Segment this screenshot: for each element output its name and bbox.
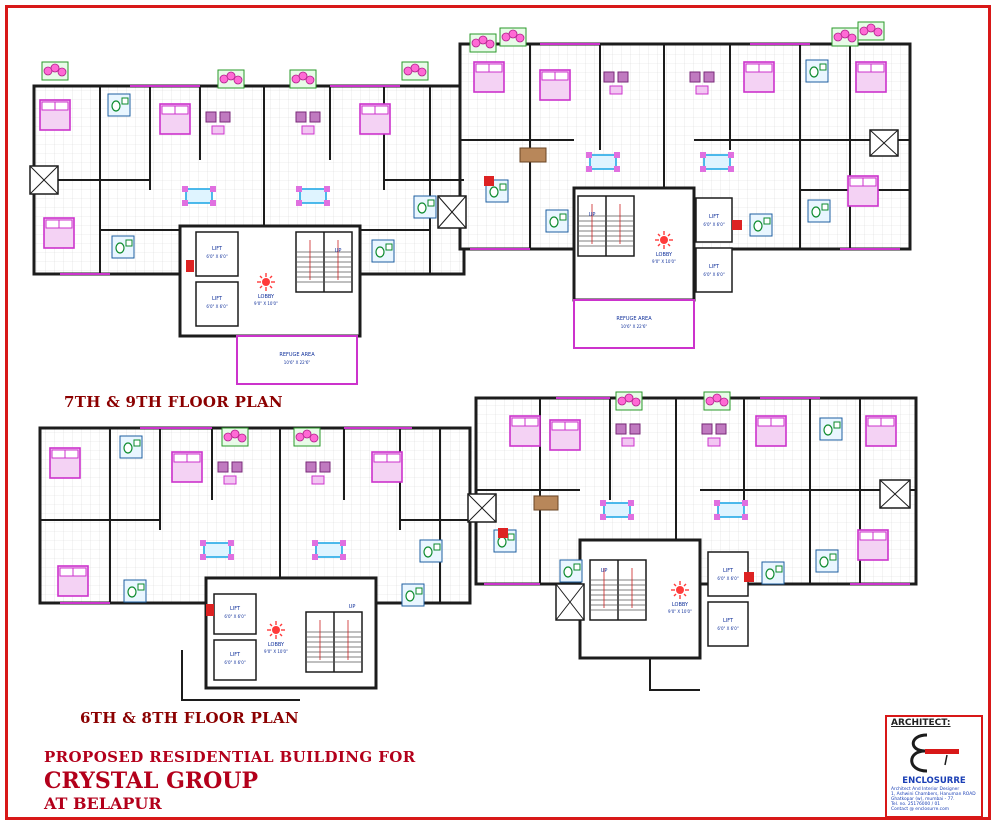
lower-lobby-label: LOBBY (268, 642, 285, 648)
lower-up-label: UP (349, 604, 356, 610)
upper-right-lobby-label: LOBBY (656, 252, 673, 258)
upper-plan-label: 7TH & 9TH FLOOR PLAN (64, 393, 283, 411)
upper-right-lobby-size: 9'0" X 10'0" (652, 259, 676, 264)
title-line-2: CRYSTAL GROUP (44, 768, 259, 794)
upper-lobby-size: 9'0" X 10'0" (254, 301, 278, 306)
lower-lift-label-1: LIFT (230, 606, 241, 612)
upper-up-label: UP (335, 248, 342, 254)
lower-right-lift-size-2: 6'0" X 6'0" (717, 626, 739, 631)
upper-right-lift-size-2: 6'0" X 6'0" (703, 272, 725, 277)
upper-right-refuge-size: 10'6" X 22'6" (621, 324, 648, 329)
lower-right-up-label: UP (601, 568, 608, 574)
upper-left-refuge (236, 335, 358, 385)
upper-lobby-label: LOBBY (258, 294, 275, 300)
architect-detail-line: Contact @ enclosurre.com (891, 807, 950, 813)
lower-right-lobby-label: LOBBY (672, 602, 689, 608)
lower-right-lobby-size: 9'0" X 10'0" (668, 609, 692, 614)
upper-refuge-size: 10'6" X 22'6" (284, 360, 311, 365)
lower-right-lift-size-1: 6'0" X 6'0" (717, 576, 739, 581)
architect-detail-line: 1, Ashwini Chambers, Hanuman ROAD (891, 792, 976, 798)
upper-refuge-label: REFUGE AREA (279, 352, 315, 358)
architect-detail-line: Ghatkopar (w), mumbai - 77. (891, 797, 955, 803)
title-line-3: AT BELAPUR (44, 794, 162, 813)
upper-floor-plan (29, 21, 912, 385)
lower-lobby-size: 9'0" X 10'0" (264, 649, 288, 654)
lower-floor-plan (38, 391, 918, 701)
upper-right-lift-label-2: LIFT (709, 264, 720, 270)
architect-detail-line: Tel. no. 25176000 / 01 (891, 802, 941, 808)
lower-plan-label: 6TH & 8TH FLOOR PLAN (80, 709, 299, 727)
architect-name: ENCLOSURRE (902, 776, 966, 786)
upper-lift-size-2: 6'0" X 6'0" (206, 304, 228, 309)
upper-lift-label-2: LIFT (212, 296, 223, 302)
architect-stamp: ARCHITECT: ENCLOSURRE Architect And Inte… (885, 715, 983, 818)
lower-right-lift-label-2: LIFT (723, 618, 734, 624)
upper-lift-size-1: 6'0" X 6'0" (206, 254, 228, 259)
upper-right-lift-label-1: LIFT (709, 214, 720, 220)
lower-lift-label-2: LIFT (230, 652, 241, 658)
architect-detail-line: Architect And Interior Designer (891, 787, 960, 792)
upper-right-refuge (573, 299, 695, 349)
title-block: PROPOSED RESIDENTIAL BUILDING FOR CRYSTA… (44, 748, 416, 813)
lower-lift-size-2: 6'0" X 6'0" (224, 660, 246, 665)
lower-lift-size-1: 6'0" X 6'0" (224, 614, 246, 619)
sheet-border (5, 5, 991, 820)
architect-details: Architect And Interior Designer 1, Ashwi… (891, 787, 979, 812)
lower-right-lift-label-1: LIFT (723, 568, 734, 574)
architect-heading: ARCHITECT: (891, 718, 951, 728)
upper-right-up-label: UP (589, 212, 596, 218)
upper-right-lift-size-1: 6'0" X 6'0" (703, 222, 725, 227)
upper-right-refuge-label: REFUGE AREA (616, 316, 652, 322)
architect-logo (910, 733, 959, 773)
upper-lift-label-1: LIFT (212, 246, 223, 252)
title-line-1: PROPOSED RESIDENTIAL BUILDING FOR (44, 748, 416, 766)
